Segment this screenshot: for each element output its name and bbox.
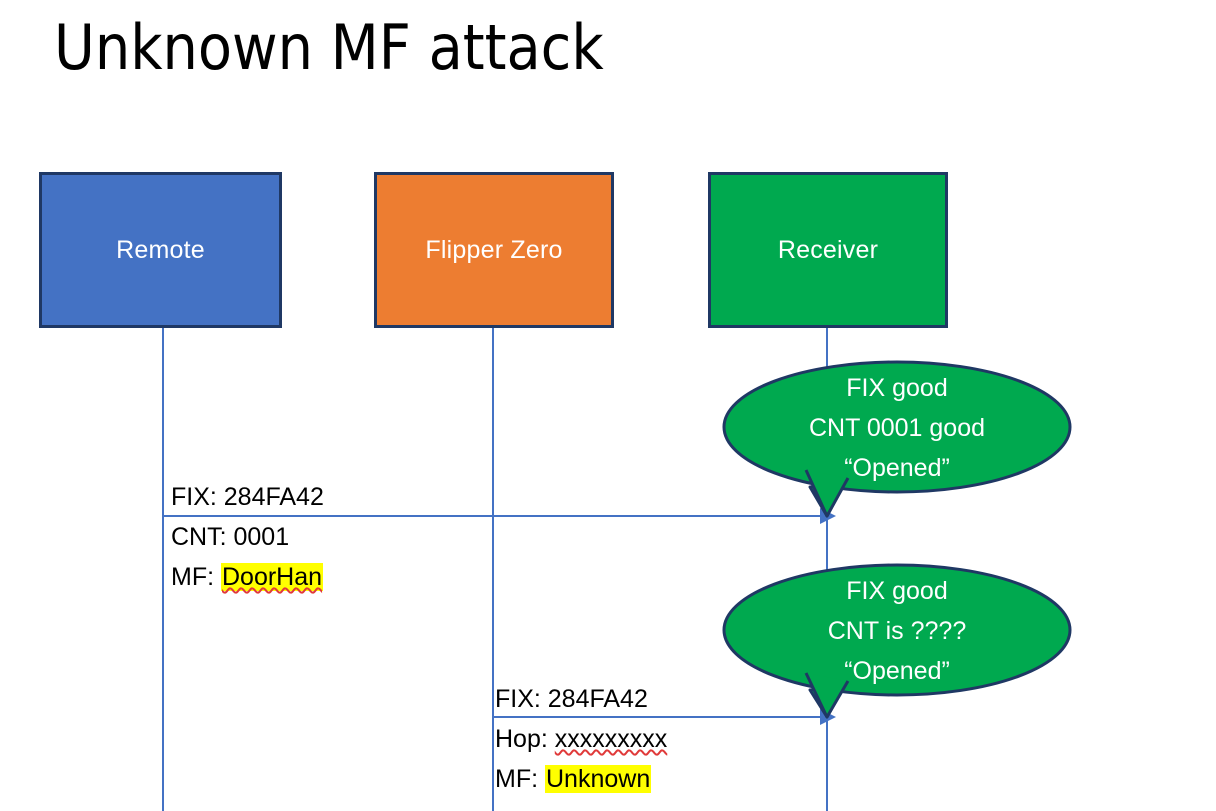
callout-2-line-1: FIX good xyxy=(846,577,948,605)
message-1-mf-label: MF: xyxy=(171,563,221,591)
callout-2-text: FIX good CNT is ???? “Opened” xyxy=(722,571,1072,691)
callout-1-line-1: FIX good xyxy=(846,374,948,402)
message-1-line-cnt: CNT: 0001 xyxy=(171,523,290,551)
actor-box-receiver[interactable]: Receiver xyxy=(708,172,948,328)
message-1-line-mf: MF: DoorHan xyxy=(171,557,324,597)
callout-1-line-2: CNT 0001 good xyxy=(808,414,986,442)
callout-2-line-3: “Opened” xyxy=(844,657,950,685)
page-title: Unknown MF attack xyxy=(54,11,604,84)
message-1-mf-value: DoorHan xyxy=(221,563,324,591)
callout-2-line-2: CNT is ???? xyxy=(827,617,967,645)
callout-1-line-3: “Opened” xyxy=(844,454,950,482)
message-2-hop-label: Hop: xyxy=(495,725,555,753)
actor-label-flipper: Flipper Zero xyxy=(425,236,563,264)
message-1-line-fix: FIX: 284FA42 xyxy=(171,483,324,511)
message-2-line-mf: MF: Unknown xyxy=(495,759,652,799)
callout-1-text: FIX good CNT 0001 good “Opened” xyxy=(722,368,1072,488)
callout-bubble-2 xyxy=(722,563,1072,719)
message-2-hop-value: xxxxxxxxx xyxy=(554,725,668,753)
callout-bubble-1 xyxy=(722,360,1072,518)
actor-label-receiver: Receiver xyxy=(777,236,879,264)
message-2-mf-value: Unknown xyxy=(545,765,652,793)
actor-label-remote: Remote xyxy=(116,236,205,264)
actor-box-remote[interactable]: Remote xyxy=(39,172,282,328)
message-2-mf-label: MF: xyxy=(495,765,545,793)
message-2-line-hop: Hop: xxxxxxxxx xyxy=(495,719,667,759)
actor-box-flipper[interactable]: Flipper Zero xyxy=(374,172,614,328)
message-2-line-fix: FIX: 284FA42 xyxy=(495,685,648,713)
